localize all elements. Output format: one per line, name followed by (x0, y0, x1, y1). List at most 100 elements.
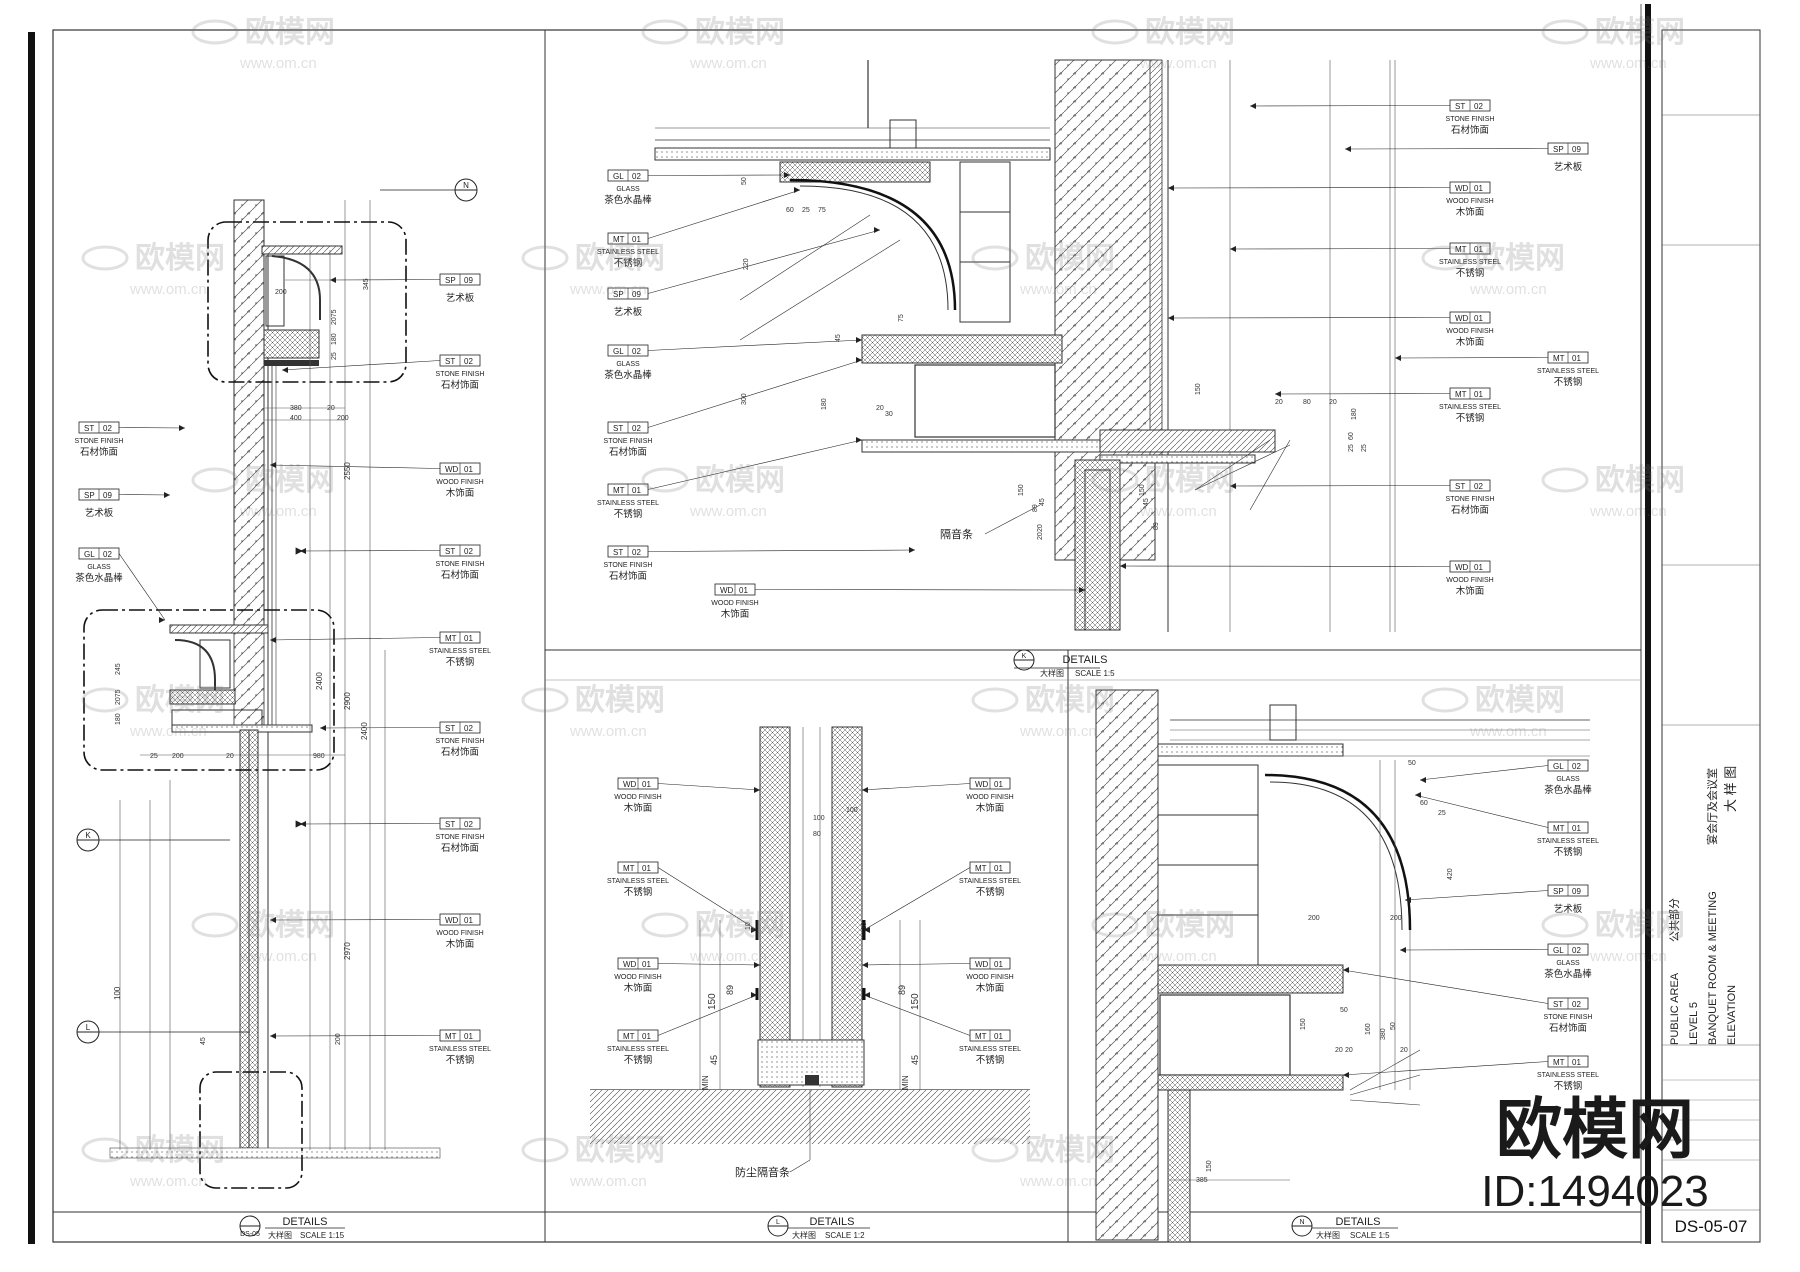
watermark-url: www.om.cn (1589, 948, 1667, 965)
dimension-label: 150 (1195, 383, 1202, 395)
tag-code: ST (445, 357, 455, 366)
watermark-brand: 欧模网 (1145, 16, 1235, 49)
watermark-brand: 欧模网 (575, 242, 665, 275)
tag-number: 01 (642, 960, 651, 969)
dimension-label: 50 (1390, 1022, 1397, 1030)
title-main: DS-05 DETAILS 大样图 SCALE 1:15 (239, 1215, 345, 1240)
tag-code: ST (445, 724, 455, 733)
tag-code: MT (1455, 390, 1467, 399)
tag-code: ST (1553, 1000, 1563, 1009)
dimension-label: 2900 (343, 692, 352, 710)
tag-english: WOOD FINISH (436, 930, 483, 937)
tag-chinese: 茶色水晶棒 (1544, 968, 1592, 980)
tag-english: WOOD FINISH (1446, 328, 1493, 335)
dimension-label: 20 (1037, 524, 1044, 532)
tag-number: 01 (994, 1032, 1003, 1041)
dimension-label: 89 (897, 985, 907, 995)
tag-english: STAINLESS STEEL (1439, 404, 1501, 411)
dimension-label: 25 (331, 352, 338, 360)
tag-english: STONE FINISH (436, 561, 485, 568)
tag-number: 01 (632, 235, 641, 244)
tag-english: STAINLESS STEEL (607, 1046, 669, 1053)
tag-code: GL (1553, 946, 1564, 955)
tag-english: STONE FINISH (1446, 116, 1495, 123)
watermark-url: www.om.cn (689, 503, 767, 520)
tag-code: GL (84, 550, 95, 559)
dimension-label: 180 (1351, 408, 1358, 420)
watermark-url: www.om.cn (1019, 723, 1097, 740)
tag-code: WD (975, 780, 989, 789)
watermark-brand: 欧模网 (245, 464, 335, 497)
tag-english: WOOD FINISH (966, 794, 1013, 801)
dimension-label: 60 (1420, 800, 1428, 807)
title-l-sub: 大样图 (792, 1230, 816, 1240)
title-block: PUBLIC AREA 公共部分 LEVEL 5 BANQUET ROOM & … (1661, 29, 1761, 1243)
watermark-brand: 欧模网 (575, 684, 665, 717)
tag-chinese: 木饰面 (976, 982, 1005, 994)
dimension-label: MIN (901, 1075, 910, 1090)
watermark-url: www.om.cn (569, 723, 647, 740)
dimension-label: 180 (331, 333, 338, 345)
tag-chinese: 石材饰面 (441, 842, 479, 854)
title-k-sub: 大样图 (1040, 668, 1064, 678)
tag-chinese: 不锈钢 (1456, 267, 1485, 279)
tag-chinese: 石材饰面 (441, 746, 479, 758)
tag-code: WD (720, 586, 734, 595)
dimension-label: 30 (885, 411, 893, 418)
title-k: DETAILS 大样图 SCALE 1:5 (1040, 654, 1115, 678)
tag-english: WOOD FINISH (711, 600, 758, 607)
dimension-label: 50 (1340, 1007, 1348, 1014)
dimension-label: 25 (150, 753, 158, 760)
tag-number: 02 (632, 424, 641, 433)
tag-code: MT (623, 1032, 635, 1041)
dimension-label: 160 (1365, 1023, 1372, 1035)
tag-number: 02 (1474, 102, 1483, 111)
tag-number: 01 (1474, 314, 1483, 323)
dimension-label: 20 (876, 405, 884, 412)
watermark-brand: 欧模网 (1475, 684, 1565, 717)
tag-chinese: 不锈钢 (1554, 1080, 1583, 1092)
tag-code: WD (445, 916, 459, 925)
tag-number: 02 (632, 172, 641, 181)
watermark-url: www.om.cn (1139, 55, 1217, 72)
tag-chinese: 石材饰面 (609, 446, 647, 458)
tag-chinese: 不锈钢 (446, 1054, 475, 1066)
dimension-label: 20 (1037, 532, 1044, 540)
dimension-label: 60 (1348, 432, 1355, 440)
tag-number: 01 (1474, 563, 1483, 572)
tag-chinese: 不锈钢 (614, 257, 643, 269)
watermark-url: www.om.cn (569, 1173, 647, 1190)
tag-english: GLASS (87, 564, 111, 571)
dimension-label: 20 (1329, 399, 1337, 406)
tag-english: WOOD FINISH (614, 974, 661, 981)
tb-line2-en: LEVEL 5 (1688, 1002, 1700, 1045)
tag-number: 01 (1572, 1058, 1581, 1067)
dimension-label: 89 (1153, 522, 1160, 530)
tag-code: WD (975, 960, 989, 969)
title-main-mark: DS-05 (240, 1231, 260, 1238)
tag-chinese: 不锈钢 (624, 1054, 653, 1066)
tb-line3-cn: 宴会厅及会议室 (1705, 768, 1719, 845)
tag-chinese: 不锈钢 (614, 508, 643, 520)
logo-text: 欧模网 (1496, 1092, 1694, 1166)
tag-number: 01 (642, 780, 651, 789)
title-n: DETAILS 大样图 SCALE 1:5 (1312, 1216, 1398, 1240)
tag-code: ST (613, 424, 623, 433)
dimension-label: 80 (813, 831, 821, 838)
tag-number: 01 (464, 634, 473, 643)
tb-line1-cn: 公共部分 (1667, 898, 1681, 942)
tag-code: SP (84, 491, 95, 500)
tag-english: STAINLESS STEEL (1537, 368, 1599, 375)
tag-code: MT (975, 864, 987, 873)
title-n-sub: 大样图 (1316, 1230, 1340, 1240)
tag-english: WOOD FINISH (614, 794, 661, 801)
